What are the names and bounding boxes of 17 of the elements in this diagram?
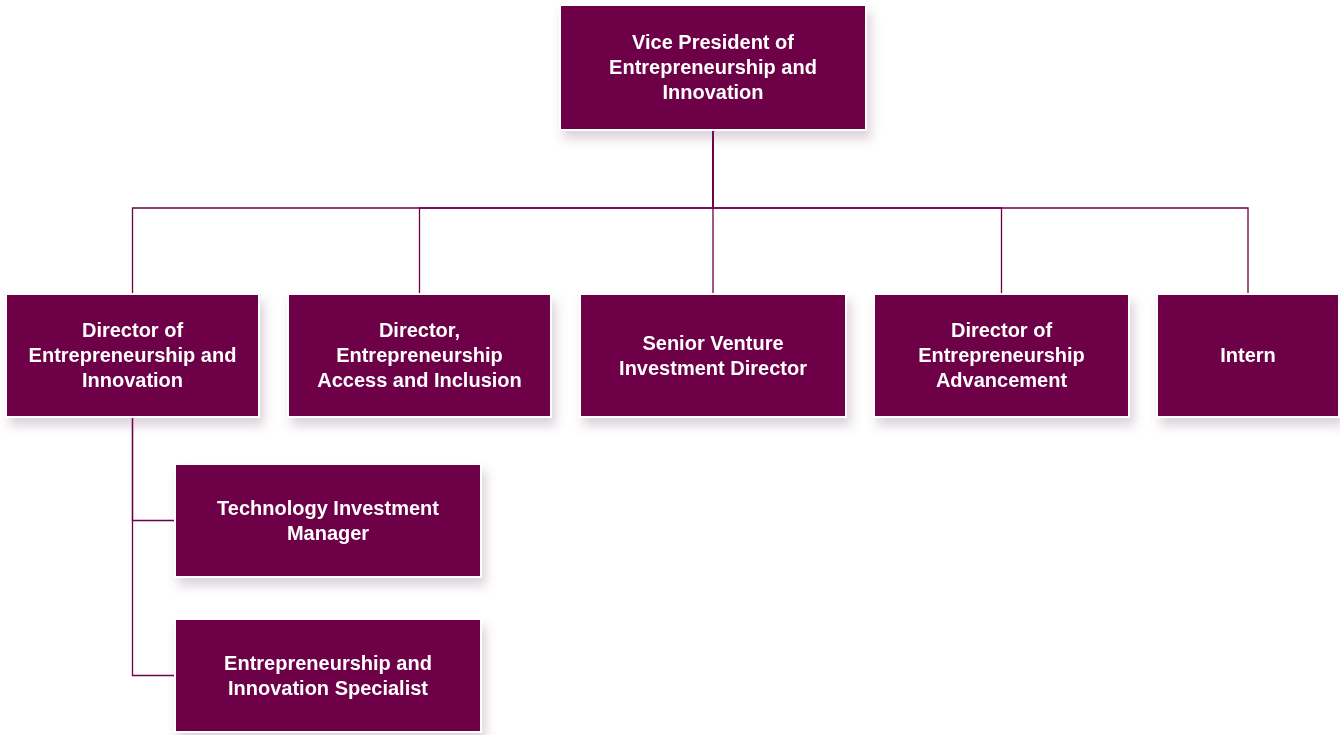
role-title: Technology Investment Manager: [216, 495, 440, 546]
role-box: [1156, 293, 1340, 418]
connector-line: [131, 417, 175, 677]
role-box: [174, 618, 482, 733]
role-box: [579, 293, 847, 418]
role-box: [174, 463, 482, 578]
role-title: Entrepreneurship and Innovation Specialist: [223, 650, 433, 701]
role-box: [873, 293, 1130, 418]
role-box: [287, 293, 552, 418]
role-title: Director of Entrepreneurship Advancement: [917, 318, 1086, 393]
role-box: [5, 293, 260, 418]
role-title: Director of Entrepreneurship and Innovation: [27, 318, 238, 393]
role-title: Director, Entrepreneurship Access and Inclusion: [316, 318, 523, 393]
role-title: Vice President of Entrepreneurship and Innovation: [608, 30, 818, 105]
role-title: Intern: [1220, 343, 1276, 368]
role-title: Senior Venture Investment Director: [618, 330, 808, 381]
role-box: [559, 4, 867, 131]
